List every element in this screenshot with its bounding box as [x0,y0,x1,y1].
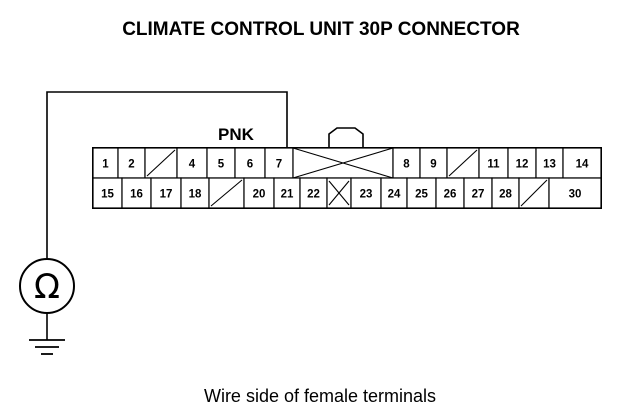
diagram-caption: Wire side of female terminals [204,386,436,406]
probe-wire [46,91,288,258]
terminal-number: 18 [189,189,202,201]
wire-color-label: PNK [218,125,255,144]
blocked-cross-b [328,180,350,206]
terminal-cell-24 [380,177,408,209]
terminal-number: 21 [281,189,294,201]
terminal-cell-22 [299,177,328,209]
terminal-number: 6 [247,159,253,171]
terminal-cell-26 [435,177,465,209]
terminal-number: 26 [444,189,457,201]
terminal-cell-9 [419,147,448,179]
terminal-number: 5 [218,159,225,171]
terminal-number: 20 [253,189,266,201]
diagram-title: CLIMATE CONTROL UNIT 30P CONNECTOR [122,19,520,40]
terminal-cell-27 [463,177,493,209]
terminal-cell-25 [406,177,437,209]
ohm-icon: Ω [19,258,75,314]
terminal-cell-16 [121,177,152,209]
terminal-cell-14 [562,147,602,179]
terminal-number: 12 [516,159,529,171]
terminal-cell-15 [92,177,123,209]
terminal-cell-18 [180,177,210,209]
terminal-number: 24 [388,189,401,201]
terminal-number: 11 [487,159,500,171]
terminal-cell-30 [548,177,602,209]
terminal-number: 14 [576,159,589,171]
unused-terminal-slash [520,179,548,207]
terminal-number: 9 [430,159,436,171]
ohm-symbol: Ω [34,267,60,307]
terminal-number: 13 [543,159,556,171]
unused-terminal-slash [210,179,243,207]
ground-icon [29,313,65,355]
terminal-number: 27 [472,189,485,201]
terminal-number: 22 [307,189,320,201]
terminal-number: 8 [403,159,410,171]
terminal-number: 15 [101,189,114,201]
terminal-number: 25 [415,189,428,201]
unused-terminal-slash [146,149,176,177]
terminal-number: 7 [276,159,282,171]
terminal-number: 28 [499,189,512,201]
terminal-number: 30 [569,189,582,201]
terminal-number: 2 [128,159,134,171]
connector-lock-tab [328,127,364,148]
terminal-cell-20 [243,177,275,209]
terminal-number: 23 [360,189,373,201]
terminal-number: 17 [160,189,173,201]
terminal-cell-6 [234,147,266,179]
terminal-number: 16 [130,189,143,201]
keyway-cross-b [292,147,394,179]
unused-terminal-slash [448,149,478,177]
terminal-number: 1 [102,159,109,171]
terminal-number: 4 [189,159,196,171]
